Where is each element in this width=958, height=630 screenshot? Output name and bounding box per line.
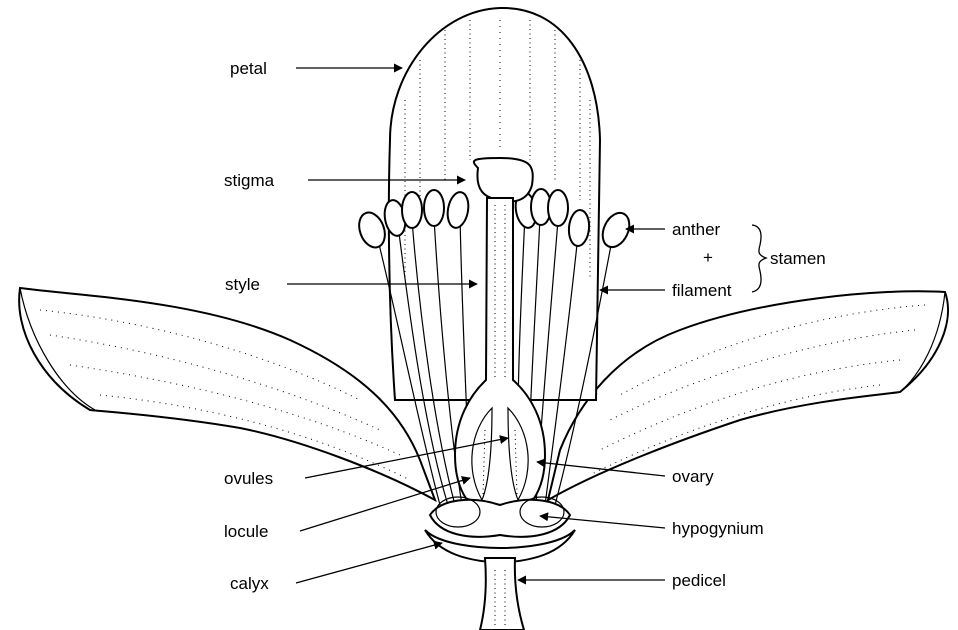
label-style: style — [225, 275, 260, 294]
flower-illustration — [19, 8, 948, 630]
label-stigma: stigma — [224, 171, 275, 190]
label-hypogynium: hypogynium — [672, 519, 764, 538]
label-locule: locule — [224, 522, 268, 541]
right-spreading-petal — [548, 291, 948, 500]
label-ovules: ovules — [224, 469, 273, 488]
label-stamen: stamen — [770, 249, 826, 268]
label-anther: anther — [672, 220, 721, 239]
label-calyx: calyx — [230, 574, 269, 593]
label-petal: petal — [230, 59, 267, 78]
label-filament: filament — [672, 281, 732, 300]
label-plus: + — [703, 248, 713, 267]
label-ovary: ovary — [672, 467, 714, 486]
label-pedicel: pedicel — [672, 571, 726, 590]
